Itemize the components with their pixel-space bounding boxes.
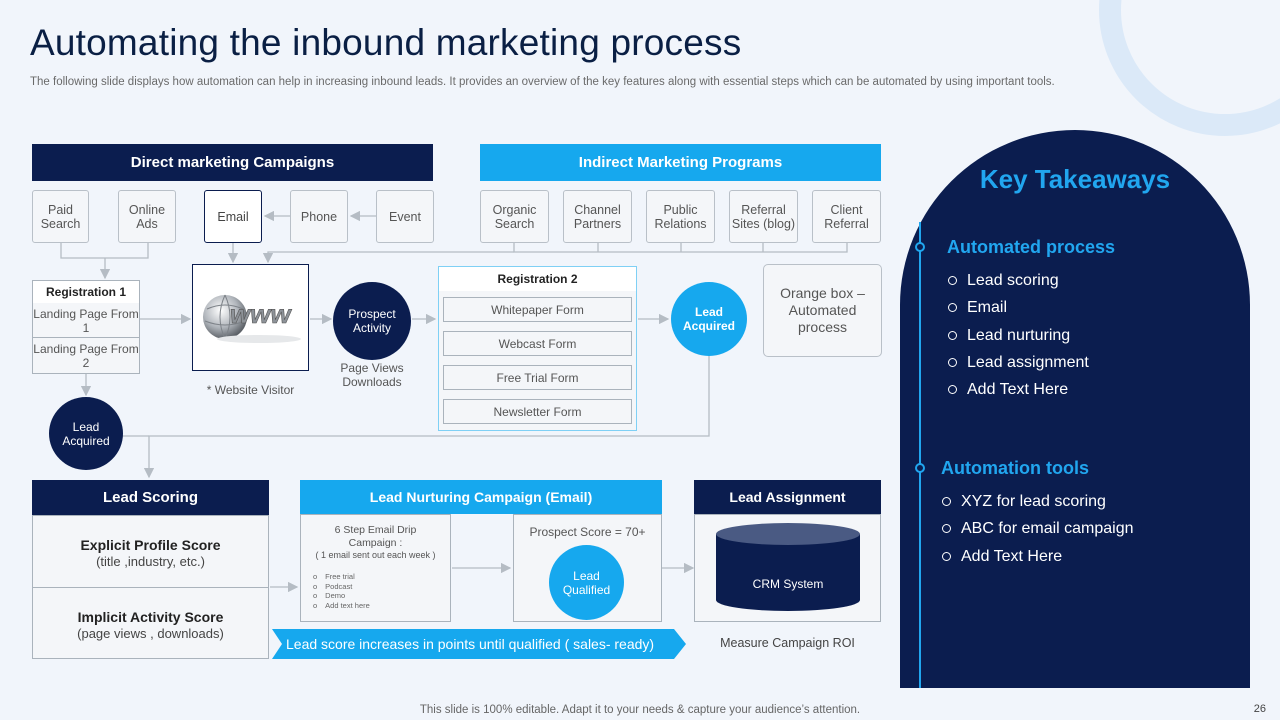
source-channel-partners: Channel Partners — [563, 190, 632, 243]
explicit-profile-score: Explicit Profile Score — [80, 537, 221, 553]
footer-text: This slide is 100% editable. Adapt it to… — [419, 704, 861, 716]
crm-system-label: CRM System — [752, 577, 824, 591]
source-event: Event — [376, 190, 434, 243]
takeaway-item: Add Text Here — [942, 543, 1134, 570]
lead-assignment-header: Lead Assignment — [694, 480, 881, 514]
direct-marketing-header: Direct marketing Campaigns — [32, 144, 433, 181]
www-globe-icon: www — [203, 294, 301, 343]
takeaways-timeline-line — [919, 222, 921, 688]
implicit-activity-sub: (page views , downloads) — [77, 626, 224, 641]
whitepaper-form: Whitepaper Form — [443, 297, 632, 322]
source-client-referral: Client Referral — [812, 190, 881, 243]
timeline-node-1 — [915, 242, 925, 252]
drip-campaign-title: 6 Step Email Drip Campaign : — [334, 524, 417, 549]
takeaway-item: Add Text Here — [948, 376, 1089, 403]
registration-1-label: Registration 1 — [33, 281, 139, 303]
lead-score-arrow-text: Lead score increases in points until qua… — [286, 636, 655, 652]
lead-scoring-header: Lead Scoring — [32, 480, 269, 515]
drip-campaign-sub: ( 1 email sent out each week ) — [315, 550, 436, 560]
lead-score-arrow-shape — [272, 629, 686, 659]
website-visitor-graphic: www — [192, 264, 309, 371]
website-visitor-label: * Website Visitor — [206, 383, 295, 397]
webcast-form: Webcast Form — [443, 331, 632, 356]
source-online-ads: Online Ads — [118, 190, 176, 243]
source-email: Email — [204, 190, 262, 243]
takeaway-item: XYZ for lead scoring — [942, 488, 1134, 515]
takeaway-item: Lead scoring — [948, 267, 1089, 294]
newsletter-form: Newsletter Form — [443, 399, 632, 424]
indirect-marketing-header: Indirect Marketing Programs — [480, 144, 881, 181]
source-phone: Phone — [290, 190, 348, 243]
lead-scoring-divider — [33, 587, 268, 588]
page-subtitle: The following slide displays how automat… — [30, 76, 1055, 88]
takeaway-item: Lead nurturing — [948, 322, 1089, 349]
takeaway-item: ABC for email campaign — [942, 515, 1134, 542]
key-takeaways-panel — [900, 130, 1250, 688]
key-takeaways-title: Key Takeaways — [979, 164, 1171, 194]
page-number: 26 — [1253, 703, 1266, 715]
drip-campaign-box — [300, 514, 451, 622]
automated-process-list: Lead scoring Email Lead nurturing Lead a… — [948, 267, 1089, 403]
takeaway-item: Lead assignment — [948, 349, 1089, 376]
crm-database-icon — [716, 523, 860, 611]
automation-tools-list: XYZ for lead scoring ABC for email campa… — [942, 488, 1134, 570]
source-public-relations: Public Relations — [646, 190, 715, 243]
takeaway-item: Email — [948, 294, 1089, 321]
timeline-node-2 — [915, 463, 925, 473]
landing-page-1: Landing Page From 1 — [33, 305, 139, 338]
landing-page-2: Landing Page From 2 — [33, 342, 139, 370]
automated-process-heading: Automated process — [947, 237, 1116, 257]
implicit-activity-score: Implicit Activity Score — [77, 609, 224, 625]
lead-acquired-right-circle: Lead Acquired — [671, 282, 747, 356]
measure-roi-label: Measure Campaign ROI — [720, 636, 855, 650]
explicit-profile-sub: (title ,industry, etc.) — [96, 554, 205, 569]
lead-acquired-left-circle: Lead Acquired — [49, 397, 123, 470]
prospect-activity-circle: Prospect Activity — [333, 282, 411, 360]
page-title: Automating the inbound marketing process — [30, 22, 742, 63]
automation-tools-heading: Automation tools — [941, 458, 1089, 478]
source-organic-search: Organic Search — [480, 190, 549, 243]
source-paid-search: Paid Search — [32, 190, 89, 243]
source-referral-sites: Referral Sites (blog) — [729, 190, 798, 243]
svg-text:www: www — [227, 299, 295, 329]
lead-nurturing-header: Lead Nurturing Campaign (Email) — [300, 480, 662, 514]
free-trial-form: Free Trial Form — [443, 365, 632, 390]
orange-box-note: Orange box – Automated process — [763, 264, 882, 357]
prospect-activity-caption: Page Views Downloads — [340, 361, 404, 389]
prospect-score-label: Prospect Score = 70+ — [529, 525, 646, 539]
lead-qualified-circle: Lead Qualified — [549, 545, 624, 620]
registration-2-label: Registration 2 — [439, 267, 636, 291]
